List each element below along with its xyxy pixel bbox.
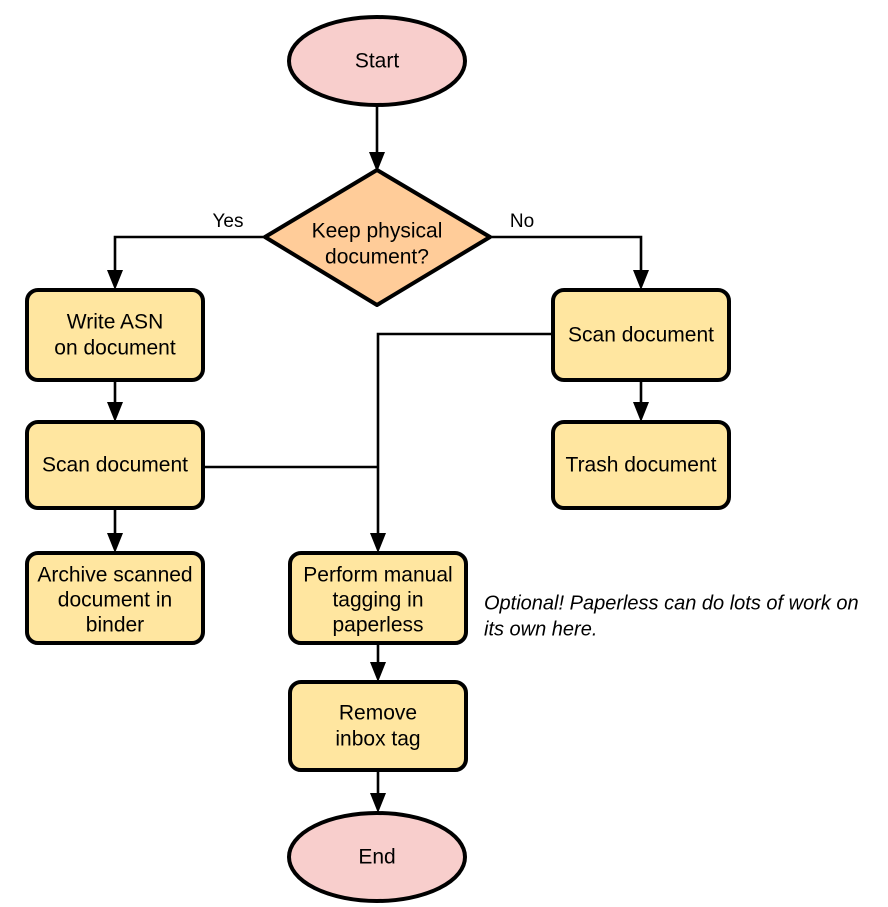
edge-write-asn-to-scan-left [107,380,123,422]
node-tagging-label-line3: paperless [332,614,423,637]
node-archive-label-line2: document in [58,589,172,612]
scan-document-right-box-shape [551,288,731,382]
node-trash-document-label: Trash document [566,454,717,477]
edge-label-no: No [510,211,534,232]
node-remove-inbox-label-line1: Remove [339,702,417,725]
node-perform-manual-tagging[interactable]: Perform manual tagging in paperless [288,551,468,645]
decision-diamond-shape [263,168,492,307]
node-scan-document-right-label: Scan document [568,324,714,347]
node-tagging-label-line1: Perform manual [303,564,452,587]
edge-scan-left-to-archive [107,508,123,553]
node-archive-label-line1: Archive scanned [37,564,192,587]
node-scan-document-left[interactable]: Scan document [25,420,205,510]
node-write-asn-label-line2: on document [54,337,176,360]
arrowhead-icon [107,533,123,553]
remove-inbox-box-shape [288,680,468,772]
optional-note-line1: Optional! Paperless can do lots of work … [484,592,859,614]
edge-scan-right-to-trash [633,380,649,422]
tagging-box-shape [288,551,468,645]
optional-note-line2: its own here. [484,618,597,640]
node-archive-scanned-document[interactable]: Archive scanned document in binder [25,551,205,645]
arrowhead-icon [107,270,123,290]
edge-label-yes: Yes [213,211,244,232]
start-ellipse-shape [287,15,467,107]
edge-remove-inbox-to-end [370,770,386,813]
node-trash-document[interactable]: Trash document [551,420,731,510]
edge-decision-yes-to-write-asn [107,235,265,290]
node-tagging-label-line2: tagging in [332,589,423,612]
edge-start-to-decision [369,106,385,172]
node-decision-label-line1: Keep physical [312,220,443,243]
node-archive-label-line3: binder [86,614,144,637]
node-end[interactable]: End [287,811,467,903]
arrowhead-icon [369,152,385,172]
edge-tagging-to-remove-inbox [370,643,386,682]
node-start[interactable]: Start [287,15,467,107]
node-decision-label-line2: document? [325,246,429,269]
trash-document-box-shape [551,420,731,510]
node-scan-document-right[interactable]: Scan document [551,288,731,382]
arrowhead-icon [107,402,123,422]
node-remove-inbox-label-line2: inbox tag [335,728,420,751]
optional-note: Optional! Paperless can do lots of work … [484,592,859,640]
node-start-label: Start [355,50,400,73]
arrowhead-icon [370,793,386,813]
arrowhead-icon [370,662,386,682]
archive-box-shape [25,551,205,645]
edge-scan-right-to-tagging [370,332,553,553]
node-write-asn-label-line1: Write ASN [67,311,163,334]
arrowhead-icon [633,402,649,422]
arrowhead-icon [370,533,386,553]
edge-decision-no-to-scan-right [490,235,649,290]
node-write-asn-on-document[interactable]: Write ASN on document [25,288,205,382]
write-asn-box-shape [25,288,205,382]
node-scan-document-left-label: Scan document [42,454,188,477]
scan-document-left-box-shape [25,420,205,510]
node-end-label: End [358,846,395,869]
node-decision-keep-physical-document[interactable]: Keep physical document? [263,168,492,307]
arrowhead-icon [633,270,649,290]
end-ellipse-shape [287,811,467,903]
node-remove-inbox-tag[interactable]: Remove inbox tag [288,680,468,772]
